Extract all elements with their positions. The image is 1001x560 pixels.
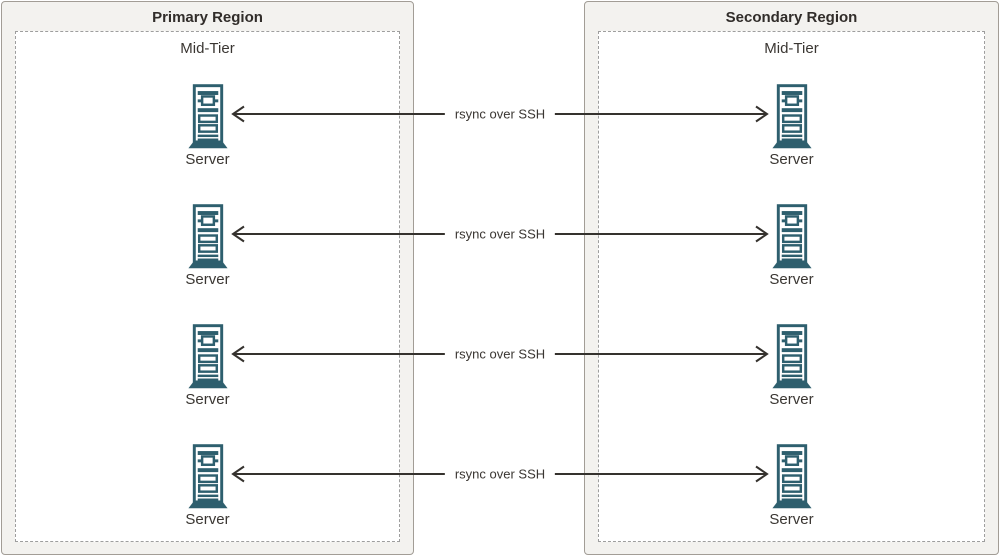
server-label: Server bbox=[185, 151, 230, 168]
server-node: Server bbox=[769, 444, 814, 528]
server-label: Server bbox=[769, 391, 814, 408]
midtier-box-primary: Mid-Tier Server Server Server Server bbox=[15, 31, 400, 542]
server-node: Server bbox=[769, 204, 814, 288]
connection-label: rsync over SSH bbox=[444, 345, 556, 363]
server-node: Server bbox=[185, 324, 230, 408]
server-icon bbox=[185, 84, 230, 149]
server-label: Server bbox=[185, 511, 230, 528]
connection-label: rsync over SSH bbox=[444, 105, 556, 123]
server-icon bbox=[185, 324, 230, 389]
region-secondary: Secondary Region Mid-Tier Server Server … bbox=[584, 1, 999, 555]
midtier-label: Mid-Tier bbox=[764, 40, 819, 57]
server-icon bbox=[769, 204, 814, 269]
connection-label: rsync over SSH bbox=[444, 465, 556, 483]
connection-rsync: rsync over SSH bbox=[230, 342, 770, 366]
server-label: Server bbox=[769, 511, 814, 528]
server-icon bbox=[769, 84, 814, 149]
server-node: Server bbox=[769, 324, 814, 408]
server-icon bbox=[769, 444, 814, 509]
server-node: Server bbox=[185, 204, 230, 288]
server-label: Server bbox=[769, 271, 814, 288]
server-icon bbox=[769, 324, 814, 389]
midtier-label: Mid-Tier bbox=[180, 40, 235, 57]
server-icon bbox=[185, 204, 230, 269]
connection-rsync: rsync over SSH bbox=[230, 462, 770, 486]
server-label: Server bbox=[769, 151, 814, 168]
server-label: Server bbox=[185, 391, 230, 408]
server-node: Server bbox=[769, 84, 814, 168]
region-primary-title: Primary Region bbox=[152, 9, 263, 26]
server-icon bbox=[185, 444, 230, 509]
region-secondary-title: Secondary Region bbox=[725, 9, 858, 26]
connection-label: rsync over SSH bbox=[444, 225, 556, 243]
connection-rsync: rsync over SSH bbox=[230, 102, 770, 126]
server-node: Server bbox=[185, 444, 230, 528]
server-node: Server bbox=[185, 84, 230, 168]
server-label: Server bbox=[185, 271, 230, 288]
midtier-box-secondary: Mid-Tier Server Server Server Server bbox=[598, 31, 985, 542]
connection-rsync: rsync over SSH bbox=[230, 222, 770, 246]
region-primary: Primary Region Mid-Tier Server Server Se… bbox=[1, 1, 414, 555]
